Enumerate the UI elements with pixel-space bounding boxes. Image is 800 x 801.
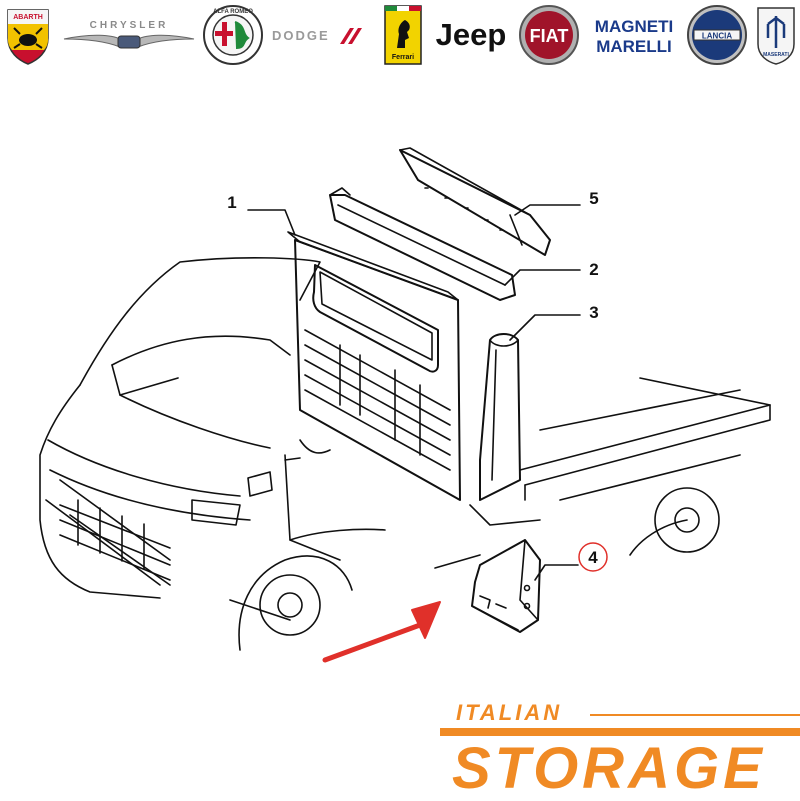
- brand-line-storage: STORAGE: [452, 736, 766, 801]
- red-pointer-arrow: [322, 601, 441, 663]
- parts-diagram: 1 2 3 4 5: [39, 147, 771, 663]
- leader-line-5: [514, 204, 581, 216]
- svg-text:MAGNETI: MAGNETI: [595, 17, 673, 36]
- svg-text:LANCIA: LANCIA: [702, 32, 732, 41]
- callout-4: 4: [588, 548, 598, 567]
- svg-text:ABARTH: ABARTH: [13, 14, 43, 21]
- callout-3: 3: [589, 303, 598, 322]
- part-2-crossmember: [329, 187, 516, 301]
- italian-storage-logo: ITALIAN STORAGE: [440, 698, 800, 801]
- ferrari-logo: Ferrari: [383, 4, 423, 66]
- svg-text:Jeep: Jeep: [436, 17, 507, 52]
- truck-bed-outline: [519, 377, 771, 556]
- svg-text:FIAT: FIAT: [530, 26, 569, 46]
- leader-line-1: [247, 209, 296, 236]
- alfa-romeo-logo: ALFA ROMEO: [202, 4, 264, 66]
- jeep-logo: Jeep: [428, 4, 514, 66]
- part-3-pillar: [479, 333, 521, 501]
- svg-text:Ferrari: Ferrari: [392, 54, 414, 61]
- brand-line-italian: ITALIAN: [456, 700, 563, 725]
- van-cab-outline: [39, 257, 386, 651]
- abarth-logo: ABARTH: [2, 4, 54, 66]
- callout-4-highlight: [578, 542, 608, 572]
- part-4-bracket: [471, 539, 541, 633]
- brand-rule-bottom: [440, 728, 800, 736]
- leader-line-2: [504, 269, 581, 286]
- part-5-trim: [399, 147, 551, 256]
- fiat-logo: FIAT: [518, 4, 580, 66]
- brand-rule-top: [590, 714, 800, 716]
- svg-text:MASERATI: MASERATI: [763, 52, 789, 58]
- svg-text:CHRYSLER: CHRYSLER: [90, 20, 169, 31]
- magneti-marelli-logo: MAGNETI MARELLI: [588, 4, 680, 66]
- dodge-logo: DODGE: [270, 4, 370, 66]
- leader-line-4: [534, 564, 579, 581]
- brand-logo-bar: ABARTH CHRYSLER ALFA ROMEO DODGE: [0, 0, 800, 70]
- svg-text:ALFA ROMEO: ALFA ROMEO: [213, 9, 253, 15]
- callout-1: 1: [227, 193, 236, 212]
- chrysler-logo: CHRYSLER: [62, 4, 196, 66]
- svg-text:DODGE: DODGE: [272, 28, 330, 43]
- callout-2: 2: [589, 260, 598, 279]
- leader-line-3: [509, 314, 581, 341]
- lancia-logo: LANCIA: [686, 4, 748, 66]
- maserati-logo: MASERATI: [754, 4, 798, 66]
- guide-line: [469, 504, 541, 526]
- svg-text:MARELLI: MARELLI: [596, 37, 672, 56]
- guide-line: [434, 554, 481, 569]
- part-1-rear-panel: [287, 231, 461, 501]
- callout-5: 5: [589, 189, 598, 208]
